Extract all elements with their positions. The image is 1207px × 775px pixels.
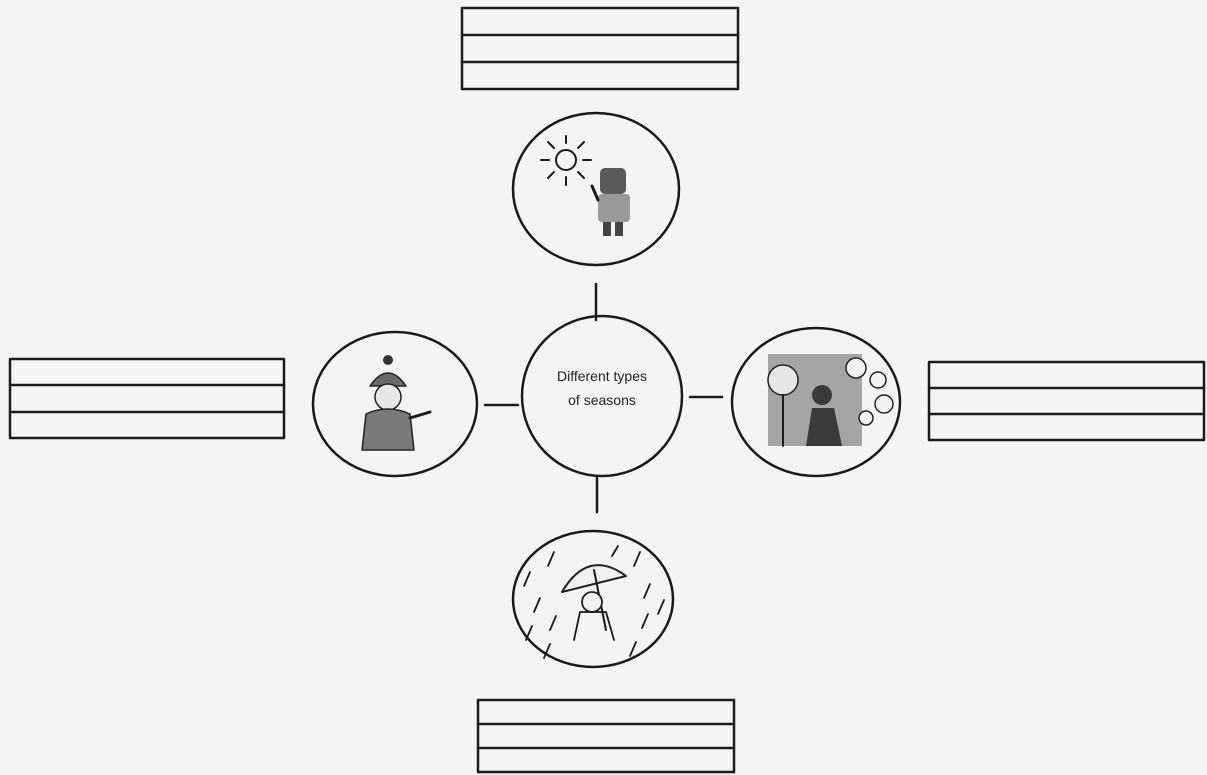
- summer-icon: [511, 111, 681, 267]
- answer-box-top[interactable]: [460, 6, 740, 91]
- center-label-line-2: of seasons: [568, 392, 636, 408]
- answer-box-left[interactable]: [8, 357, 286, 440]
- winter-icon: [311, 330, 479, 478]
- answer-box-bottom[interactable]: [476, 698, 736, 774]
- rainy-icon: [511, 529, 675, 669]
- center-circle: [520, 314, 684, 478]
- center-label-line-1: Different types: [556, 368, 647, 384]
- center-label: Different types of seasons: [522, 364, 682, 412]
- spring-icon: [730, 326, 902, 478]
- answer-box-right[interactable]: [927, 360, 1206, 442]
